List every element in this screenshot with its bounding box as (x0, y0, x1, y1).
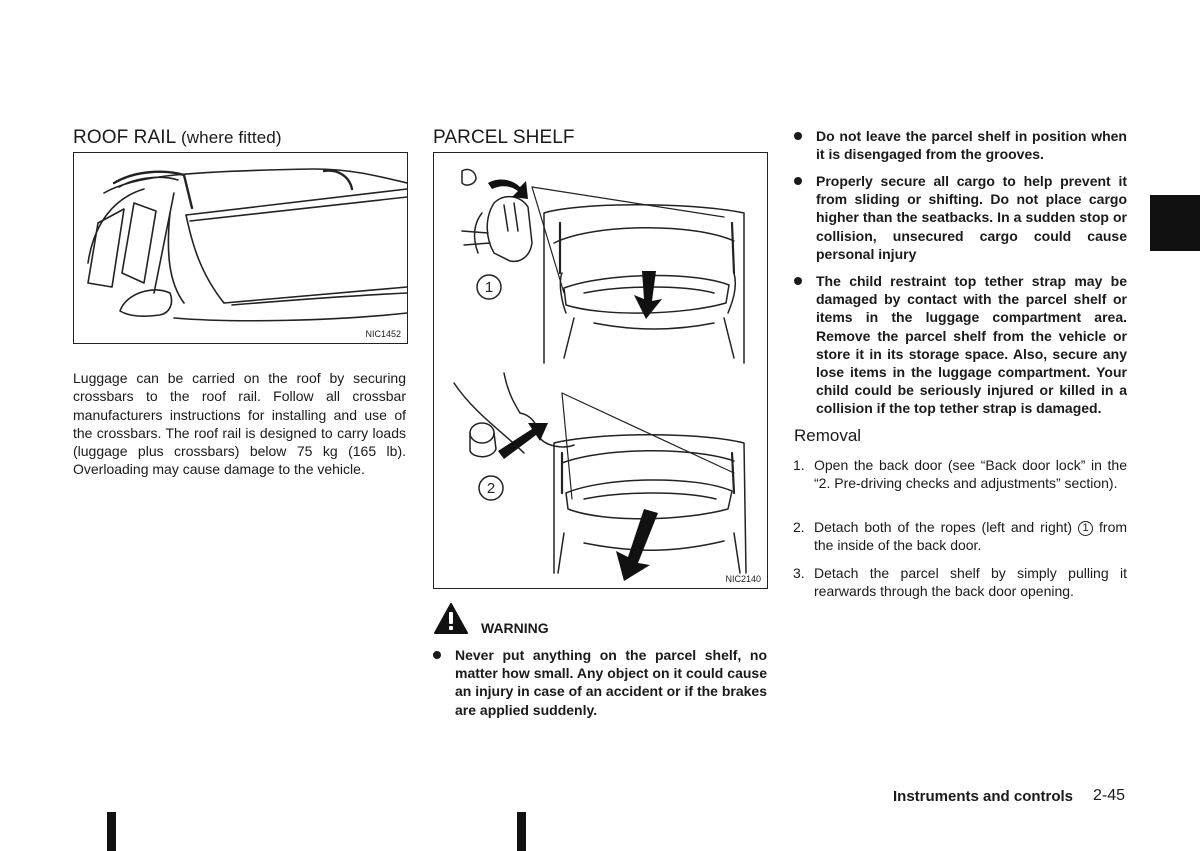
removal-step-1: 1. Open the back door (see “Back door lo… (793, 456, 1127, 493)
roof-rail-heading-main: ROOF RAIL (73, 127, 176, 148)
parcel-shelf-illustration: 1 2 (453, 168, 747, 581)
right-bullet-2-text: Properly secure all cargo to help preven… (816, 173, 1127, 262)
roof-rail-heading: ROOF RAIL (where fitted) (73, 127, 282, 149)
step-text-before: Detach both of the ropes (left and right… (814, 519, 1073, 535)
bullet-dot (794, 177, 802, 185)
step-number: 3. (793, 565, 805, 581)
step-text: Open the back door (see “Back door lock”… (814, 457, 1127, 492)
chapter-tab (1150, 195, 1200, 251)
crop-mark-middle (517, 812, 526, 851)
step-number: 2. (793, 519, 805, 535)
roof-rail-figure: NIC1452 (73, 152, 408, 344)
removal-step-2: 2. Detach both of the ropes (left and ri… (793, 518, 1128, 555)
right-bullet-2: Properly secure all cargo to help preven… (794, 172, 1127, 263)
right-bullet-3: The child restraint top tether strap may… (794, 272, 1127, 418)
bullet-dot (794, 132, 802, 140)
roof-rail-paragraph: Luggage can be carried on the roof by se… (73, 370, 406, 478)
right-bullet-1-text: Do not leave the parcel shelf in positio… (816, 128, 1127, 163)
footer-page-number: 2-45 (1093, 787, 1126, 804)
callout-1: 1 (485, 279, 493, 296)
crop-mark-left (107, 812, 116, 851)
callout-ref-1: 1 (1078, 521, 1094, 536)
figure-code-parcel: NIC2140 (725, 574, 761, 584)
bullet-dot (794, 277, 802, 285)
step-text-after: from the inside of the back door. (814, 519, 1128, 554)
step-text: Detach the parcel shelf by simply pullin… (814, 565, 1127, 600)
warning-title: WARNING (481, 620, 549, 636)
right-bullet-3-text: The child restraint top tether strap may… (816, 273, 1127, 417)
figure-code: NIC1452 (365, 329, 401, 339)
bullet-dot (433, 651, 441, 659)
parcel-shelf-heading: PARCEL SHELF (433, 127, 575, 148)
parcel-shelf-figure: 1 2 NIC2140 (433, 152, 768, 589)
removal-step-3: 3. Detach the parcel shelf by simply pul… (793, 564, 1127, 601)
step-number: 1. (793, 457, 805, 473)
warning-icon (434, 603, 468, 635)
roof-rail-heading-note: (where fitted) (181, 128, 282, 147)
warning-bullet-text: Never put anything on the parcel shelf, … (455, 647, 767, 718)
warning-bullet: Never put anything on the parcel shelf, … (433, 646, 767, 719)
right-bullet-1: Do not leave the parcel shelf in positio… (794, 127, 1127, 163)
car-roof-illustration (87, 168, 407, 322)
callout-2: 2 (487, 480, 495, 497)
removal-heading: Removal (794, 426, 862, 445)
footer-section: Instruments and controls (893, 788, 1074, 805)
